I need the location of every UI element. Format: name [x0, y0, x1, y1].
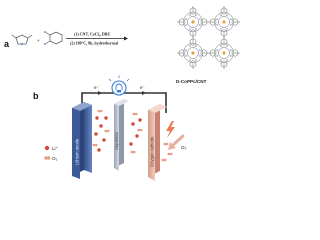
oxygen-molecule: [132, 112, 138, 116]
electron-arrow-right: [142, 91, 146, 95]
lithium-ion: [95, 116, 99, 120]
reaction-conditions-2: (2) 180°C, 8h, hydrothermal: [70, 41, 119, 46]
legend-li-marker: [44, 145, 50, 151]
cobalt-atom: [191, 51, 195, 55]
oxygen-molecule: [104, 129, 110, 133]
oxygen-molecule: [163, 142, 169, 146]
panel-a: a + (1) CNT, CoCl₂, DBU (2) 180°C, 8h, h…: [4, 6, 240, 84]
oxygen-cathode-plate: Oxygen cathode: [148, 104, 167, 181]
light-bulb-icon: [108, 75, 130, 96]
legend-li-label: Li⁺: [52, 146, 59, 151]
reaction-conditions-1: (1) CNT, CoCl₂, DBU: [74, 32, 110, 37]
lithium-ion: [131, 122, 135, 126]
lithium-ion: [135, 134, 139, 138]
phthalocyanine-ring: [183, 43, 203, 63]
lightning-icon: [166, 121, 175, 138]
figure-stage: a + (1) CNT, CoCl₂, DBU (2) 180°C, 8h, h…: [4, 6, 240, 181]
phthalocyanine-ring: [214, 12, 234, 32]
lithium-ion: [102, 138, 106, 142]
oxygen-molecule: [130, 150, 136, 154]
phthalocyanine-ring: [183, 12, 203, 32]
reaction-arrow: [66, 36, 128, 41]
separator-label: Separator: [114, 131, 119, 150]
particles: [92, 109, 173, 162]
cathode-label: Oxygen cathode: [150, 136, 155, 167]
reactant-1-molecule: [11, 34, 33, 46]
oxygen-molecule: [97, 109, 103, 113]
anode-label: Lithium anode: [75, 138, 80, 165]
electron-label-right: e⁻: [140, 85, 146, 90]
legend: Li⁺ O₂: [44, 145, 59, 161]
panel-b: b e⁻ e⁻ Lithium anode: [33, 75, 187, 181]
lithium-ion: [99, 124, 103, 128]
separator-plate: Separator: [114, 99, 129, 171]
oxygen-flow-arrow: [168, 134, 185, 150]
lithium-ion: [104, 116, 108, 120]
figure-canvas: a + (1) CNT, CoCl₂, DBU (2) 180°C, 8h, h…: [4, 6, 240, 181]
cobalt-atom: [222, 51, 226, 55]
product-molecule-network: [177, 6, 240, 69]
legend-o2-label: O₂: [52, 156, 58, 161]
oxygen-molecule: [167, 152, 173, 156]
lithium-ion: [97, 148, 101, 152]
oxygen-molecule: [92, 143, 98, 147]
cobalt-atom: [191, 20, 195, 24]
legend-o2-marker: [44, 156, 51, 160]
reactant-2-molecule: [44, 31, 63, 45]
panel-b-label: b: [33, 91, 39, 101]
electron-arrow-left: [98, 91, 102, 95]
lithium-ion: [129, 142, 133, 146]
electron-label-left: e⁻: [94, 85, 100, 90]
lithium-anode-plate: Lithium anode: [72, 102, 92, 179]
oxygen-molecule: [137, 128, 143, 132]
product-label: D-CoPPc/CNT: [176, 79, 207, 84]
plus-sign: +: [37, 38, 40, 43]
panel-a-label: a: [4, 39, 10, 49]
oxygen-flow-label: O₂: [181, 145, 187, 150]
cobalt-atom: [222, 20, 226, 24]
phthalocyanine-ring: [214, 43, 234, 63]
oxygen-molecule: [161, 158, 167, 162]
lithium-ion: [138, 118, 142, 122]
lithium-ion: [94, 132, 98, 136]
